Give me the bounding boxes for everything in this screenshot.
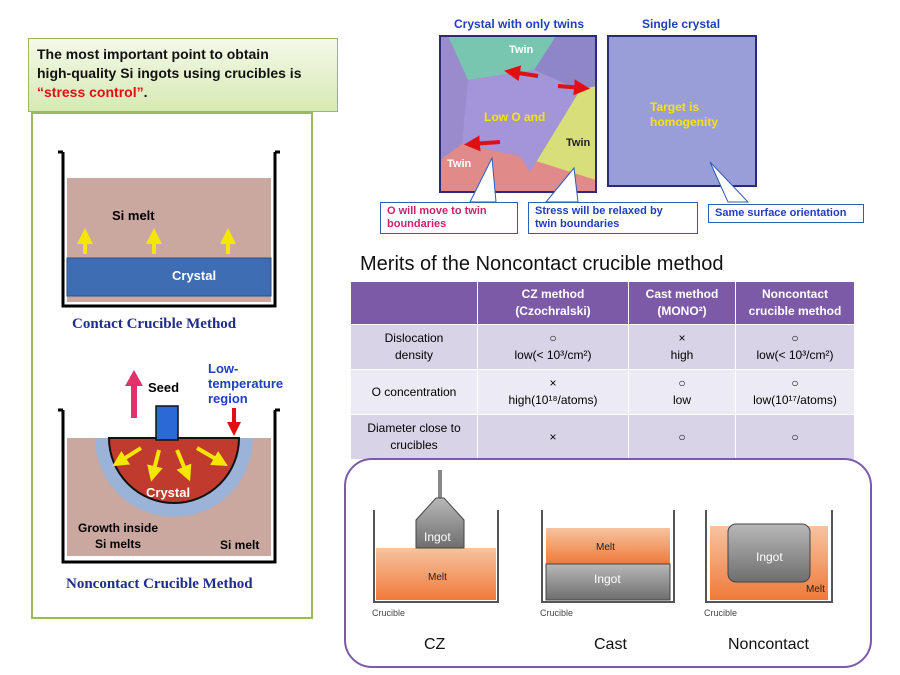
twin-region-right xyxy=(530,86,596,180)
twin-label-right: Twin xyxy=(566,137,591,149)
cz-melt xyxy=(376,548,496,600)
headline-line1: The most important point to obtain xyxy=(37,46,269,62)
single-caption: Single crystal xyxy=(642,17,721,31)
cell-cast: ○ low xyxy=(628,369,736,415)
nc-melt-label: Melt xyxy=(806,584,825,595)
nc-ingot xyxy=(727,523,811,583)
noncontact-crucible-diagram xyxy=(58,370,280,564)
crystal-images xyxy=(439,35,757,203)
crucible-diagrams xyxy=(58,150,280,564)
callout-stress: Stress will be relaxed by twin boundarie… xyxy=(528,202,698,234)
contact-crucible-wall xyxy=(61,152,277,308)
contact-method-title: Contact Crucible Method xyxy=(72,316,237,332)
cz-diagram xyxy=(373,470,499,603)
twins-image xyxy=(439,35,597,193)
cell-cz: ○ low(< 10³/cm²) xyxy=(477,324,629,370)
contact-arrows xyxy=(77,228,236,254)
headline-line2: high-quality Si ingots using crucibles i… xyxy=(37,65,302,81)
cell-noncontact: ○ xyxy=(735,414,855,460)
row-label: Diameter close to crucibles xyxy=(350,414,478,460)
noncontact-diagram xyxy=(705,510,833,603)
header-empty xyxy=(350,281,478,325)
noncontact-melt-label: Si melt xyxy=(220,538,260,552)
seed-up-arrow xyxy=(125,370,143,418)
twins-caption: Crystal with only twins xyxy=(454,17,585,31)
cz-name: CZ xyxy=(424,636,446,653)
row-label: Dislocation density xyxy=(350,324,478,370)
header-cast: Cast method (MONO²) xyxy=(628,281,736,325)
twins-center-label: Low O and xyxy=(484,110,546,124)
nc-name: Noncontact xyxy=(728,636,809,653)
table-header-row: CZ method (Czochralski) Cast method (MON… xyxy=(350,281,855,325)
twin-region-top xyxy=(448,36,556,80)
single-target-label: Target is homogenity xyxy=(650,100,718,129)
twin-region-bottom xyxy=(440,144,596,192)
headline-emphasis: “stress control” xyxy=(37,84,144,100)
header-noncontact: Noncontact crucible method xyxy=(735,281,855,325)
seed-label: Seed xyxy=(148,380,180,395)
header-cz: CZ method (Czochralski) xyxy=(477,281,629,325)
single-crystal-image xyxy=(607,35,757,187)
callout-surface: Same surface orientation xyxy=(708,204,864,223)
methods-diagrams xyxy=(373,470,833,603)
cast-melt-label: Melt xyxy=(596,542,615,553)
seed xyxy=(155,405,179,441)
contact-melt-label: Si melt xyxy=(112,208,155,223)
callout-o-move: O will move to twin boundaries xyxy=(380,202,518,234)
contact-crystal xyxy=(66,257,272,297)
nc-ingot-label: Ingot xyxy=(756,550,783,564)
nc-crucible-label: Crucible xyxy=(704,608,738,618)
cast-ingot xyxy=(545,563,671,601)
noncontact-crucible-wall xyxy=(61,410,277,564)
headline-tail: . xyxy=(143,84,148,100)
cz-melt-label: Melt xyxy=(428,572,447,583)
cz-ingot xyxy=(415,497,465,549)
cell-cast: ○ xyxy=(628,414,736,460)
twin-label-top: Twin xyxy=(509,44,534,56)
cast-crucible-label: Crucible xyxy=(540,608,574,618)
table-row: Diameter close to crucibles × ○ ○ xyxy=(350,414,855,460)
noncontact-method-title: Noncontact Crucible Method xyxy=(66,576,253,592)
growth-inside-label: Growth inside Si melts xyxy=(78,521,159,551)
cast-ingot-label: Ingot xyxy=(594,572,621,586)
twin-label-left: Twin xyxy=(447,158,472,170)
cz-crucible xyxy=(373,510,499,603)
contact-crystal-label: Crystal xyxy=(172,268,217,283)
noncontact-crystal-label: Crystal xyxy=(146,485,191,500)
contact-crucible-diagram xyxy=(58,150,280,308)
cell-cast: × high xyxy=(628,324,736,370)
cell-noncontact: ○ low(10¹⁷/atoms) xyxy=(735,369,855,415)
merits-table: CZ method (Czochralski) Cast method (MON… xyxy=(350,281,855,460)
row-label: O concentration xyxy=(350,369,478,415)
headline-box: The most important point to obtain high-… xyxy=(28,38,338,112)
cz-crucible-label: Crucible xyxy=(372,608,406,618)
cell-noncontact: ○ low(< 10³/cm²) xyxy=(735,324,855,370)
low-temp-label: Low- temperature region xyxy=(208,361,284,406)
cz-ingot-label: Ingot xyxy=(424,530,451,544)
merits-title: Merits of the Noncontact crucible method xyxy=(360,253,724,275)
noncontact-arrows xyxy=(112,446,228,482)
table-row: O concentration × high(10¹⁸/atoms) ○ low… xyxy=(350,369,855,415)
cell-cz: × xyxy=(477,414,629,460)
cell-cz: × high(10¹⁸/atoms) xyxy=(477,369,629,415)
nc-crucible xyxy=(705,510,833,603)
table-row: Dislocation density ○ low(< 10³/cm²) × h… xyxy=(350,324,855,370)
cast-melt xyxy=(546,528,670,564)
cast-name: Cast xyxy=(594,636,627,653)
cast-crucible xyxy=(541,510,675,603)
low-temp-arrow xyxy=(227,408,241,436)
cast-diagram xyxy=(541,510,675,603)
